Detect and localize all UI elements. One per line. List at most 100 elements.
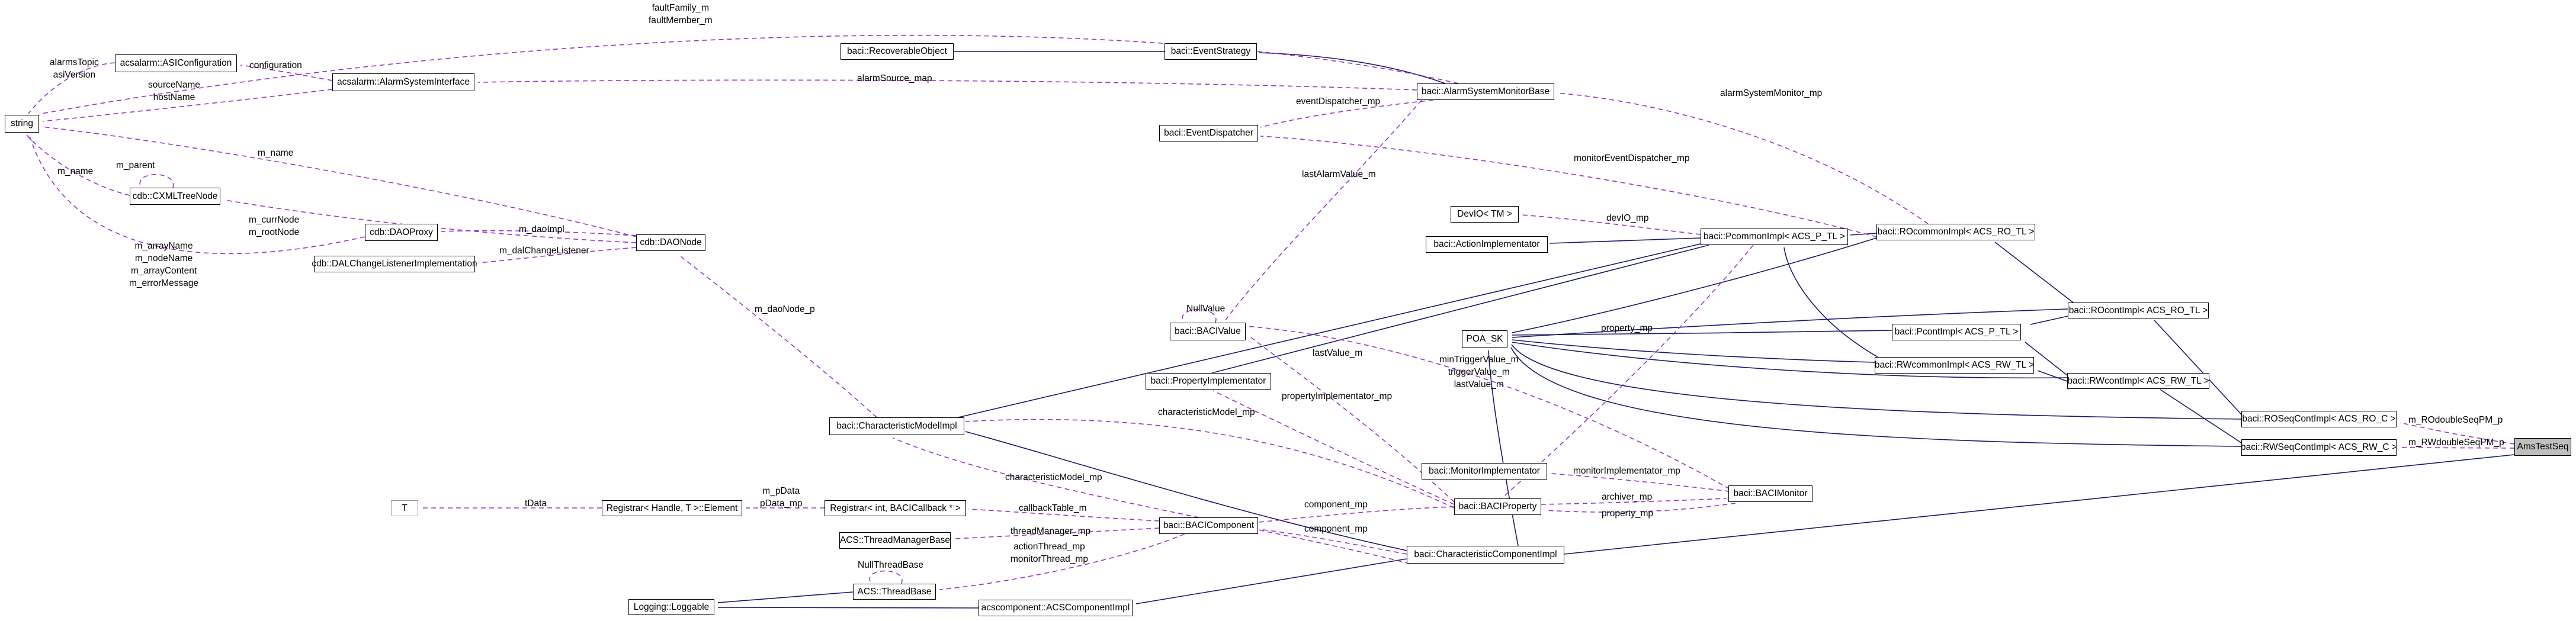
edge-inherit-rocontimpl-pcontimpl bbox=[2030, 316, 2068, 325]
edge-use-propertymp-bottom bbox=[1545, 503, 1736, 513]
node-recoverable-object[interactable]: baci::RecoverableObject bbox=[841, 43, 954, 60]
node-alarm-system-interface[interactable]: acsalarm::AlarmSystemInterface bbox=[332, 73, 474, 91]
edge-inherit-characteristiccomponentimpl-characteristicmodelimpl bbox=[965, 431, 1407, 551]
edge-label-mrodoubleseqpmp: m_ROdoubleSeqPM_p bbox=[2408, 415, 2503, 425]
node-acs-component-impl[interactable]: acscomponent::ACSComponentImpl bbox=[979, 600, 1133, 616]
edge-label-mname-right: m_name bbox=[258, 148, 294, 158]
edge-label-actionthread: actionThread_mp monitorThread_mp bbox=[1010, 542, 1088, 564]
node-rocommon-impl[interactable]: baci::ROcommonImpl< ACS_RO_TL > bbox=[1876, 224, 2035, 240]
edge-label-marray: m_arrayName m_nodeName m_arrayContent m_… bbox=[129, 241, 199, 288]
edge-label-configuration: configuration bbox=[249, 60, 302, 70]
edge-use-mdaonodep bbox=[678, 254, 877, 418]
edge-use-nullthreadbase bbox=[869, 570, 903, 584]
edge-use-mdalchangelistener bbox=[478, 247, 637, 263]
edge-label-mdaonodep: m_daoNode_p bbox=[755, 304, 815, 314]
node-rwcommon-impl[interactable]: baci::RWcommonImpl< ACS_RW_TL > bbox=[1875, 357, 2034, 374]
edge-use-alarmsystemmonitormp bbox=[1556, 92, 1929, 224]
edge-label-threadmanagermp: threadManager_mp bbox=[1010, 526, 1091, 536]
edge-use-faultfamily bbox=[41, 34, 1459, 114]
node-loggable[interactable]: Logging::Loggable bbox=[628, 599, 714, 615]
edge-label-monitoreventdispatchermp: monitorEventDispatcher_mp bbox=[1574, 153, 1690, 163]
edge-label-lastvaluem: lastValue_m bbox=[1313, 348, 1363, 358]
edge-label-characteristicmodelmp-right: characteristicModel_mp bbox=[1158, 407, 1255, 417]
edge-inherit-characteristiccomponentimpl-poask bbox=[1488, 350, 1519, 546]
node-baci-value[interactable]: baci::BACIValue bbox=[1170, 323, 1246, 340]
edge-use-monitoreventdispatchermp bbox=[1260, 136, 1877, 237]
node-event-dispatcher[interactable]: baci::EventDispatcher bbox=[1159, 125, 1258, 141]
node-rwcont-impl[interactable]: baci::RWcontImpl< ACS_RW_TL > bbox=[2067, 373, 2209, 389]
node-registrar-int-bacicallback[interactable]: Registrar< int, BACICallback * > bbox=[825, 500, 966, 516]
edge-use-marray bbox=[29, 136, 365, 255]
edge-label-tdata: tData bbox=[525, 498, 547, 509]
edge-use-actionthread bbox=[939, 533, 1185, 590]
edge-inherit-roseqcontimpl-rocontimpl bbox=[2154, 320, 2242, 415]
node-alarm-system-monitor-base[interactable]: baci::AlarmSystemMonitorBase bbox=[1417, 83, 1554, 100]
edge-inherit-alarmsystemmonitorbase-eventstrategy bbox=[1259, 52, 1446, 84]
edge-use-propertyimplementatormp bbox=[1212, 390, 1455, 505]
edge-use-characteristicmodelmp-bottom bbox=[893, 437, 1410, 564]
node-devio-tm[interactable]: DevIO< TM > bbox=[1451, 206, 1519, 223]
node-characteristic-component-impl[interactable]: baci::CharacteristicComponentImpl bbox=[1407, 546, 1564, 564]
edge-label-lastalarmvaluem: lastAlarmValue_m bbox=[1302, 169, 1376, 179]
edge-label-propertymp-bottom: property_mp bbox=[1602, 509, 1654, 519]
edge-label-monitorimplementatormp: monitorImplementator_mp bbox=[1573, 466, 1680, 476]
node-thread-base[interactable]: ACS::ThreadBase bbox=[853, 584, 936, 600]
node-pcommon-impl[interactable]: baci::PcommonImpl< ACS_P_TL > bbox=[1701, 229, 1848, 245]
node-baci-component[interactable]: baci::BACIComponent bbox=[1159, 517, 1258, 534]
node-property-implementator[interactable]: baci::PropertyImplementator bbox=[1146, 373, 1271, 390]
edge-label-sourcename: sourceName hostName bbox=[148, 80, 200, 102]
edge-inherit-rwseqcontimpl-poask bbox=[1510, 347, 2242, 447]
edge-label-mname-left: m_name bbox=[57, 166, 94, 176]
node-monitor-implementator[interactable]: baci::MonitorImplementator bbox=[1422, 463, 1547, 480]
node-rwseqcont-impl[interactable]: baci::RWSeqContImpl< ACS_RW_C > bbox=[2241, 439, 2397, 456]
edge-label-mintrigger: minTriggerValue_m triggerValue_m lastVal… bbox=[1439, 355, 1519, 390]
node-pcont-impl[interactable]: baci::PcontImpl< ACS_P_TL > bbox=[1892, 324, 2021, 340]
node-poa-sk[interactable]: POA_SK bbox=[1462, 330, 1507, 348]
edge-label-componentmp-bottom: component_mp bbox=[1304, 524, 1368, 534]
edge-inherit-characteristiccomponentimpl-acscomponentimpl bbox=[1135, 558, 1407, 604]
edge-use-threadmanagermp bbox=[954, 527, 1160, 539]
edge-use-nullvalue bbox=[1182, 309, 1217, 323]
node-action-implementator[interactable]: baci::ActionImplementator bbox=[1426, 236, 1548, 253]
edge-inherit-rocontimpl-rocommonimpl bbox=[1994, 242, 2074, 303]
edge-use-mname-left bbox=[26, 134, 130, 196]
edge-label-mdaoimpl: m_daoImpl bbox=[519, 224, 564, 234]
edge-inherit-pcommonimpl-actionimplementator bbox=[1549, 237, 1701, 244]
edge-label-characteristicmodelmp-bottom: characteristicModel_mp bbox=[1005, 472, 1102, 482]
edge-label-callbacktablem: callbackTable_m bbox=[1019, 503, 1087, 513]
edge-label-propertymp-top: property_mp bbox=[1601, 323, 1653, 333]
node-rocont-impl[interactable]: baci::ROcontImpl< ACS_RO_TL > bbox=[2068, 303, 2209, 318]
edge-label-eventdispatchermp: eventDispatcher_mp bbox=[1296, 96, 1381, 107]
node-registrar-element[interactable]: Registrar< Handle, T >::Element bbox=[602, 500, 742, 516]
edge-inherit-rocommonimpl-pcommonimpl bbox=[1850, 233, 1877, 236]
edge-inherit-rwcommonimpl-pcommonimpl bbox=[1783, 247, 1878, 358]
node-thread-manager-base[interactable]: ACS::ThreadManagerBase bbox=[839, 532, 951, 549]
edge-use-mparent bbox=[139, 174, 174, 188]
edge-use-mrodoubleseqpmp bbox=[2399, 422, 2515, 445]
edge-label-mparent: m_parent bbox=[116, 160, 155, 170]
edge-use-mdaoimpl bbox=[441, 230, 637, 236]
edge-inherit-roseqcontimpl-poask bbox=[1511, 344, 2242, 420]
edge-inherit-rocommonimpl-poask bbox=[1512, 237, 1877, 333]
node-string[interactable]: string bbox=[5, 115, 39, 133]
edge-label-alarmsystemmonitormp: alarmSystemMonitor_mp bbox=[1720, 88, 1823, 98]
edge-use-mintrigger bbox=[1217, 324, 1730, 490]
edge-use-propertymp-top bbox=[1502, 244, 1754, 498]
node-template-param-t: T bbox=[391, 500, 418, 516]
edge-use-callbacktablem bbox=[968, 509, 1160, 522]
edge-label-propertyimplementatormp: propertyImplementator_mp bbox=[1282, 391, 1393, 401]
node-event-strategy[interactable]: baci::EventStrategy bbox=[1165, 43, 1257, 60]
edge-use-characteristicmodelmp-right bbox=[965, 419, 1455, 509]
node-dao-node[interactable]: cdb::DAONode bbox=[636, 234, 705, 251]
edge-label-alarmstopic: alarmsTopic asiVersion bbox=[50, 57, 99, 80]
node-characteristic-model-impl[interactable]: baci::CharacteristicModelImpl bbox=[829, 417, 964, 435]
node-dal-change-listener-implementation[interactable]: cdb::DALChangeListenerImplementation bbox=[312, 256, 477, 272]
node-asi-configuration[interactable]: acsalarm::ASIConfiguration bbox=[115, 54, 237, 72]
node-baci-monitor[interactable]: baci::BACIMonitor bbox=[1728, 485, 1812, 502]
node-roseqcont-impl[interactable]: baci::ROSeqContImpl< ACS_RO_C > bbox=[2241, 411, 2397, 427]
node-cxml-tree-node[interactable]: cdb::CXMLTreeNode bbox=[130, 188, 220, 205]
node-baci-property[interactable]: baci::BACIProperty bbox=[1454, 498, 1541, 515]
node-dao-proxy[interactable]: cdb::DAOProxy bbox=[365, 224, 438, 241]
edge-use-componentmp-bottom bbox=[1259, 529, 1407, 555]
